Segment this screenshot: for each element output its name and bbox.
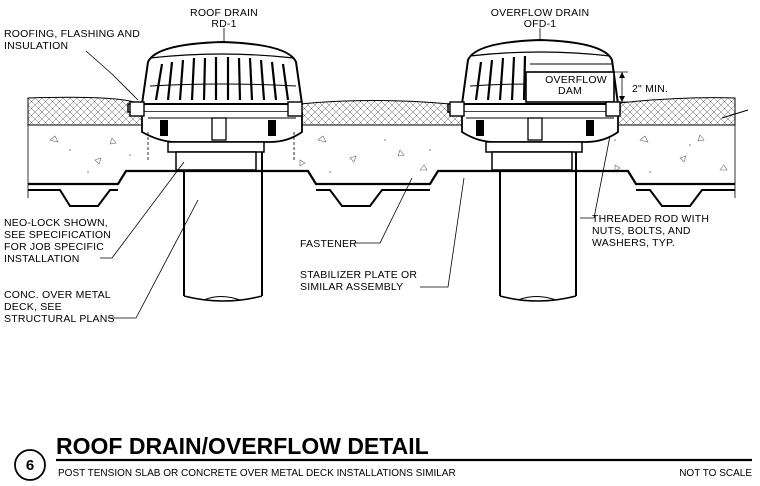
detail-subtitle: POST TENSION SLAB OR CONCRETE OVER METAL… — [58, 468, 456, 479]
concrete-label-line2: DECK, SEE — [4, 301, 62, 313]
callouts: ROOF DRAIN RD-1 OVERFLOW DRAIN OFD-1 ROO… — [4, 7, 709, 325]
roofing-label-line2: INSULATION — [4, 40, 68, 52]
roof-drain-label: ROOF DRAIN — [190, 7, 258, 19]
roof-drain-model: RD-1 — [211, 18, 236, 30]
roofing-label-line1: ROOFING, FLASHING AND — [4, 28, 140, 40]
detail-title: ROOF DRAIN/OVERFLOW DETAIL — [56, 433, 429, 459]
neolock-label-line4: INSTALLATION — [4, 253, 80, 265]
ofd1-pipe — [499, 152, 577, 302]
concrete-slab — [27, 125, 736, 198]
overflow-drain-model: OFD-1 — [524, 18, 557, 30]
rd1-dome-strainer — [140, 40, 304, 105]
threaded-rod-label-line2: NUTS, BOLTS, AND — [592, 225, 691, 237]
detail-number-circle — [14, 449, 46, 481]
overflow-dam — [525, 63, 615, 103]
min-height-label: 2" MIN. — [632, 83, 668, 95]
neolock-label-line3: FOR JOB SPECIFIC — [4, 241, 104, 253]
neolock-label-line1: NEO-LOCK SHOWN, — [4, 217, 108, 229]
stabilizer-label-line2: SIMILAR ASSEMBLY — [300, 281, 403, 293]
neolock-label-line2: SEE SPECIFICATION — [4, 229, 111, 241]
fastener-label: FASTENER — [300, 238, 357, 250]
concrete-label-line1: CONC. OVER METAL — [4, 289, 111, 301]
overflow-dam-label-line1: OVERFLOW — [545, 74, 607, 86]
metal-deck — [28, 169, 735, 207]
scale-note: NOT TO SCALE — [679, 468, 752, 479]
roof-drain-rd1 — [127, 40, 304, 302]
title-block: 6 ROOF DRAIN/OVERFLOW DETAIL POST TENSIO… — [14, 433, 752, 481]
rd1-pipe — [183, 152, 263, 302]
rd1-body — [127, 103, 303, 171]
detail-number: 6 — [26, 457, 34, 474]
overflow-drain-label: OVERFLOW DRAIN — [491, 7, 589, 19]
stabilizer-label-line1: STABILIZER PLATE OR — [300, 269, 417, 281]
threaded-rod-label-line3: WASHERS, TYP. — [592, 237, 675, 249]
overflow-dam-label-line2: DAM — [558, 85, 582, 97]
leader-lines — [85, 28, 611, 319]
dam-dimension — [614, 71, 628, 103]
ofd1-body — [447, 103, 621, 171]
concrete-label-line3: STRUCTURAL PLANS — [4, 313, 115, 325]
overflow-drain-ofd1 — [447, 38, 628, 302]
threaded-rod-label-line1: THREADED ROD WITH — [592, 213, 709, 225]
